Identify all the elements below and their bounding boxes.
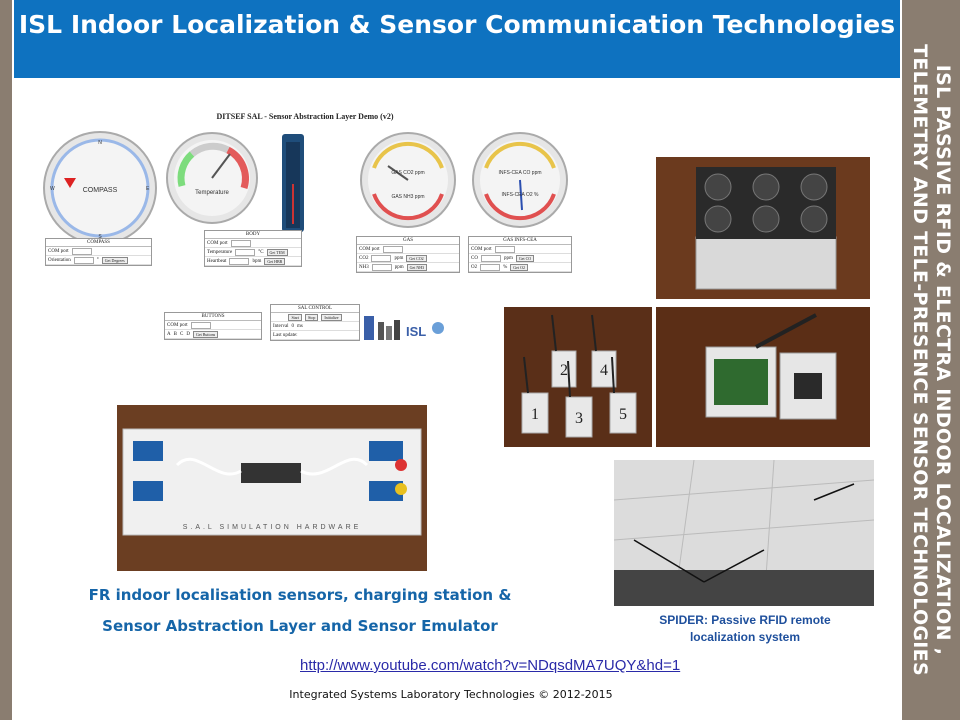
compass-panel: COMPASS COM port Orientation°Get Degrees: [45, 238, 152, 266]
buttons-panel: BUTTONS COM port A B C D Get Buttons: [164, 312, 262, 340]
sal-control-panel: SAL CONTROL Start Stop Initialize Interv…: [270, 304, 360, 341]
gas-infs-gauge: INFS-CEA CO ppm INFS-CEA O2 %: [472, 132, 568, 228]
gas-co2-label: GAS CO2 ppm: [391, 170, 424, 176]
compass-com-port-input[interactable]: [71, 247, 92, 255]
side-title: ISL PASSIVE RFID & ELECTRA INDOOR LOCALI…: [909, 44, 954, 676]
sensor-number-4: 4: [600, 362, 608, 379]
get-co-button[interactable]: Get CO: [515, 254, 535, 262]
get-o2-button[interactable]: Get O2: [510, 263, 528, 271]
svg-text:W: W: [50, 186, 55, 192]
open-sensor-box-photo: [656, 307, 870, 447]
gas-nh3-label: GAS NH3 ppm: [391, 194, 424, 200]
body-com-port-input[interactable]: [230, 239, 251, 247]
sensor-number-3: 3: [575, 410, 583, 427]
sal-demo-title: DITSEF SAL - Sensor Abstraction Layer De…: [216, 112, 394, 121]
sensor-number-2: 2: [560, 362, 568, 379]
get-degrees-button[interactable]: Get Degrees: [101, 256, 128, 264]
get-buttons-button[interactable]: Get Buttons: [192, 330, 219, 338]
sensor-units-photo: 2 4 1 3 5: [504, 307, 652, 447]
gas-infs-com-port-input[interactable]: [494, 245, 515, 253]
fr-caption-line2: Sensor Abstraction Layer and Sensor Emul…: [102, 617, 498, 635]
sal-demo-screenshot: DITSEF SAL - Sensor Abstraction Layer De…: [40, 108, 572, 348]
gas-infs-co-label: INFS-CEA CO ppm: [498, 170, 541, 176]
youtube-link[interactable]: http://www.youtube.com/watch?v=NDqsdMA7U…: [300, 657, 681, 674]
spider-caption-line2: localization system: [689, 630, 801, 644]
initialize-button[interactable]: Initialize: [321, 313, 342, 321]
title-banner: ISL Indoor Localization & Sensor Communi…: [14, 0, 900, 78]
isl-logo: ISL: [364, 316, 444, 340]
sensor-number-1: 1: [531, 406, 539, 423]
gas-infs-o2-label: INFS-CEA O2 %: [502, 192, 540, 198]
right-side-bar: [902, 0, 960, 720]
svg-text:S: S: [98, 234, 102, 240]
charging-station-photo: [656, 157, 870, 299]
heartbeat-bar-gauge: [282, 134, 304, 232]
sensor-number-5: 5: [619, 406, 627, 423]
slide-title: ISL Indoor Localization & Sensor Communi…: [18, 10, 896, 39]
buttons-com-port-input[interactable]: [190, 321, 211, 329]
start-button[interactable]: Start: [288, 313, 302, 321]
spider-caption-line1: SPIDER: Passive RFID remote: [659, 613, 831, 627]
gas-com-port-input[interactable]: [382, 245, 403, 253]
temperature-label: Temperature: [195, 190, 229, 196]
interval-input[interactable]: 0: [291, 323, 295, 329]
board-label: S.A.L SIMULATION HARDWARE: [183, 524, 362, 531]
stop-button[interactable]: Stop: [305, 313, 319, 321]
get-tem-button[interactable]: Get TEM: [266, 248, 288, 256]
temperature-gauge: Temperature: [166, 132, 258, 224]
svg-text:ISL: ISL: [406, 324, 426, 339]
fr-caption-line1: FR indoor localisation sensors, charging…: [88, 586, 512, 604]
sal-simulation-hardware-photo: S.A.L SIMULATION HARDWARE: [117, 405, 427, 571]
compass-label: COMPASS: [83, 187, 118, 194]
svg-text:N: N: [98, 140, 102, 146]
get-co2-button[interactable]: Get CO2: [406, 254, 427, 262]
gas-gauge: GAS CO2 ppm GAS NH3 ppm: [360, 132, 456, 228]
get-hbr-button[interactable]: Get HBR: [264, 257, 286, 265]
svg-text:E: E: [146, 186, 150, 192]
spider-ceiling-photo: [614, 460, 874, 606]
compass-gauge: COMPASS N S W E: [43, 131, 157, 245]
left-border-bar: [0, 0, 12, 720]
get-nh3-button[interactable]: Get NH3: [406, 263, 428, 271]
footer-copyright: Integrated Systems Laboratory Technologi…: [289, 688, 613, 701]
